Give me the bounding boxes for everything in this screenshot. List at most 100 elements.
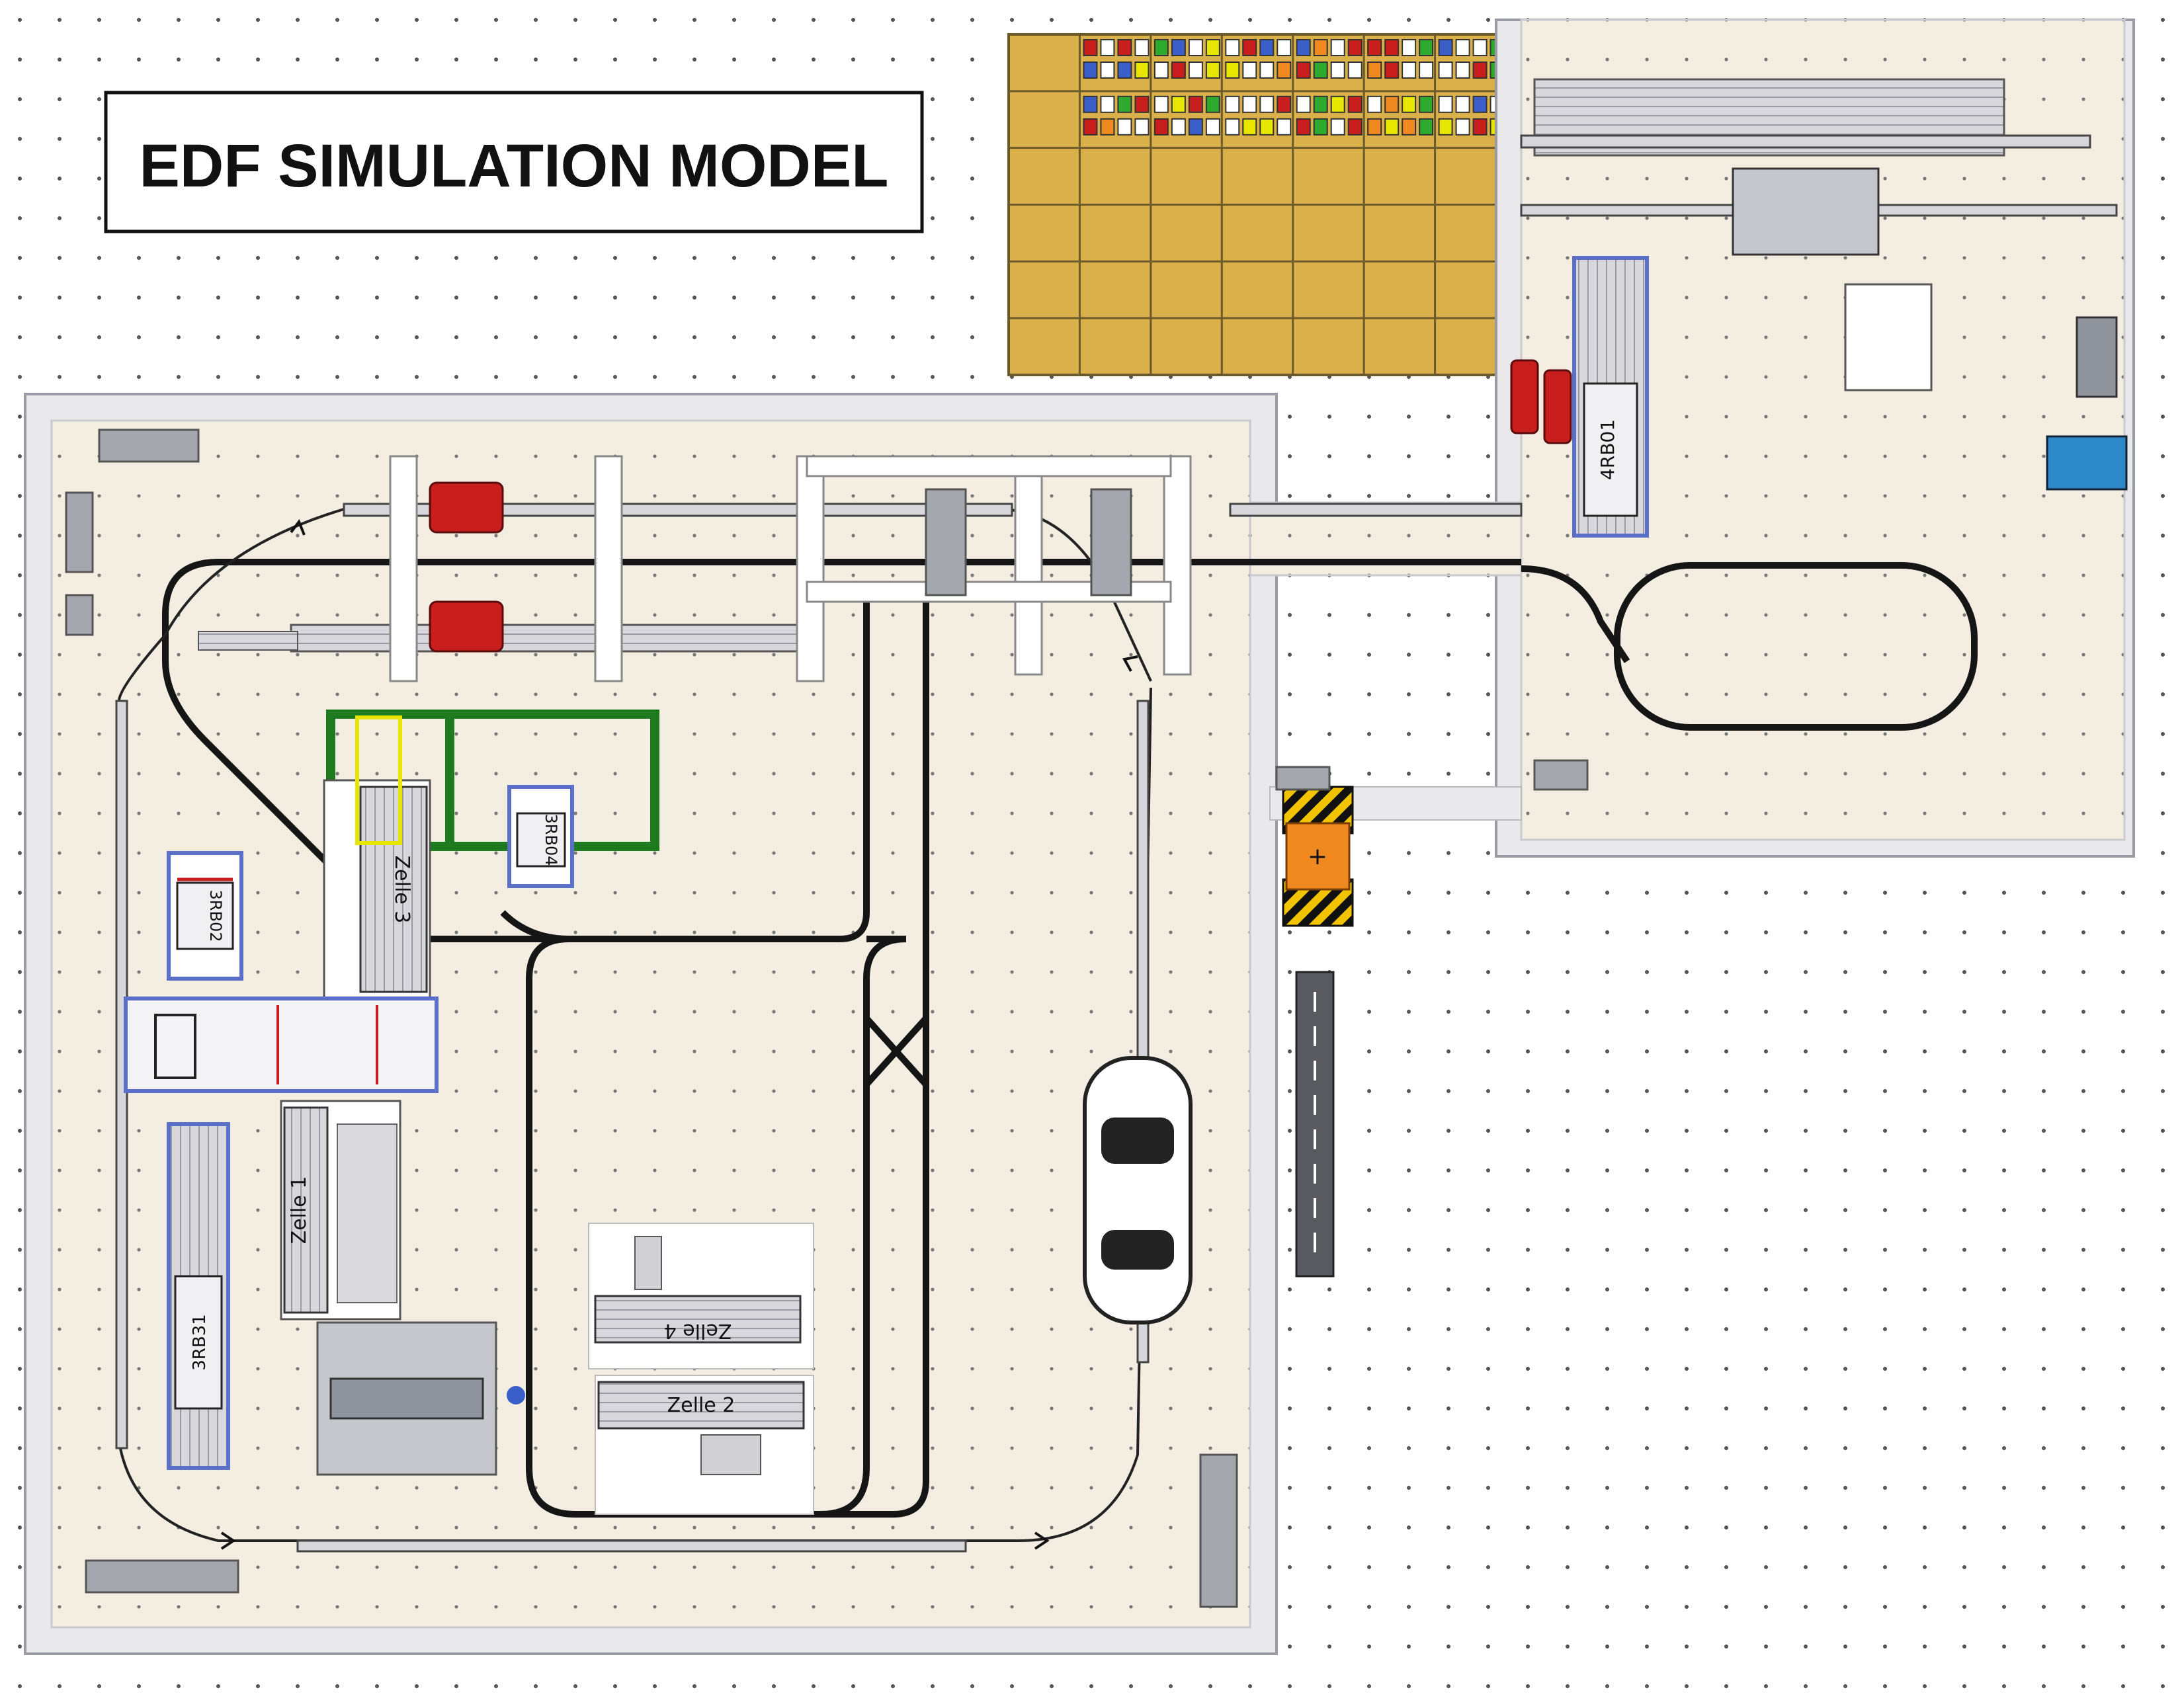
storage-bin	[1188, 61, 1203, 79]
storage-bin	[1472, 39, 1488, 56]
robot-3rb31-label: 3RB31	[190, 1314, 210, 1371]
storage-bin	[1347, 118, 1363, 136]
machine-cluster	[316, 1321, 525, 1476]
right-hall-conveyor	[1520, 78, 2128, 491]
storage-bin	[1100, 118, 1115, 136]
storage-bin	[1134, 95, 1150, 113]
robot-4rb01: 4RB01	[1572, 256, 1649, 538]
storage-bin	[1330, 39, 1345, 56]
storage-bin	[1117, 61, 1132, 79]
storage-bin	[1134, 118, 1150, 136]
storage-bin	[1367, 61, 1382, 79]
storage-bin	[1134, 61, 1150, 79]
storage-bin	[1419, 95, 1434, 113]
storage-bin	[1402, 95, 1417, 113]
storage-bin	[1384, 118, 1400, 136]
storage-bin	[1242, 95, 1257, 113]
storage-bin	[1259, 95, 1275, 113]
storage-bin	[1384, 39, 1400, 56]
gantry-posts	[389, 455, 1192, 682]
storage-bin	[1242, 61, 1257, 79]
zelle4-label: Zelle 4	[664, 1319, 732, 1342]
storage-bin	[1330, 118, 1345, 136]
storage-bin	[1472, 95, 1488, 113]
storage-bin	[1242, 118, 1257, 136]
storage-bin	[1313, 95, 1328, 113]
storage-bin	[1472, 118, 1488, 136]
storage-bin	[1117, 95, 1132, 113]
arrow-icon	[220, 518, 1138, 1550]
storage-bin	[1296, 118, 1311, 136]
storage-bin	[1402, 39, 1417, 56]
svg-text:+: +	[1308, 843, 1327, 870]
storage-bin	[1259, 118, 1275, 136]
storage-bin	[1347, 39, 1363, 56]
cell-zelle4: Zelle 4	[588, 1223, 814, 1369]
storage-bin	[1205, 118, 1220, 136]
zelle2-label: Zelle 2	[667, 1394, 735, 1417]
storage-bin	[1171, 39, 1186, 56]
storage-bin	[1171, 95, 1186, 113]
zelle1-label: Zelle 1	[288, 1176, 311, 1244]
robot-3rb31: 3RB31	[167, 1122, 230, 1470]
storage-bin	[1188, 95, 1203, 113]
storage-bin	[1419, 118, 1434, 136]
storage-bin	[1384, 61, 1400, 79]
storage-bin	[1330, 95, 1345, 113]
storage-bin	[1419, 61, 1434, 79]
storage-bin	[1277, 95, 1292, 113]
cell-zelle1: Zelle 1	[280, 1100, 401, 1321]
red-carriers	[429, 359, 1572, 653]
storage-bin	[1438, 39, 1453, 56]
storage-bin	[1205, 39, 1220, 56]
storage-bin	[1117, 118, 1132, 136]
storage-bin	[1134, 39, 1150, 56]
storage-bin	[1154, 95, 1169, 113]
storage-bin	[1205, 61, 1220, 79]
storage-bin	[1259, 61, 1275, 79]
storage-bin	[1154, 61, 1169, 79]
storage-rack	[1007, 33, 1507, 376]
robot-3rb02-label: 3RB02	[206, 890, 225, 942]
storage-bin	[1259, 39, 1275, 56]
robot-3rb04-label: 3RB04	[542, 814, 560, 866]
robot-4rb01-label: 4RB01	[1597, 419, 1618, 480]
wall-blocks	[65, 428, 1589, 1608]
storage-bin	[1100, 61, 1115, 79]
storage-bin	[1402, 118, 1417, 136]
storage-bin	[1402, 61, 1417, 79]
storage-bin	[1171, 118, 1186, 136]
title-box: EDF SIMULATION MODEL	[104, 91, 924, 233]
storage-bin	[1455, 118, 1470, 136]
storage-bin	[1438, 61, 1453, 79]
storage-bin	[1225, 118, 1240, 136]
storage-bin	[1277, 39, 1292, 56]
storage-bin	[1154, 118, 1169, 136]
storage-bin	[1455, 95, 1470, 113]
storage-bin	[1225, 61, 1240, 79]
storage-bin	[1225, 95, 1240, 113]
gantry-pillars	[925, 488, 1132, 596]
storage-bin	[1296, 61, 1311, 79]
storage-bin	[1083, 95, 1098, 113]
storage-bin	[1367, 95, 1382, 113]
storage-bin	[1277, 118, 1292, 136]
storage-bin	[1100, 39, 1115, 56]
storage-bin	[1083, 118, 1098, 136]
storage-bin	[1225, 39, 1240, 56]
storage-bin	[1205, 95, 1220, 113]
storage-bin	[1313, 39, 1328, 56]
storage-bin	[1367, 39, 1382, 56]
storage-bin	[1100, 95, 1115, 113]
storage-bin	[1154, 39, 1169, 56]
page-title: EDF SIMULATION MODEL	[140, 132, 889, 200]
robot-3rb02: 3RB02	[167, 851, 243, 981]
storage-bin	[1296, 39, 1311, 56]
cell-zelle2: Zelle 2	[595, 1375, 814, 1515]
upper-conveyor	[198, 624, 821, 653]
storage-bin	[1330, 61, 1345, 79]
zelle3-label: Zelle 3	[390, 856, 413, 924]
storage-bin	[1367, 118, 1382, 136]
storage-bin	[1117, 39, 1132, 56]
